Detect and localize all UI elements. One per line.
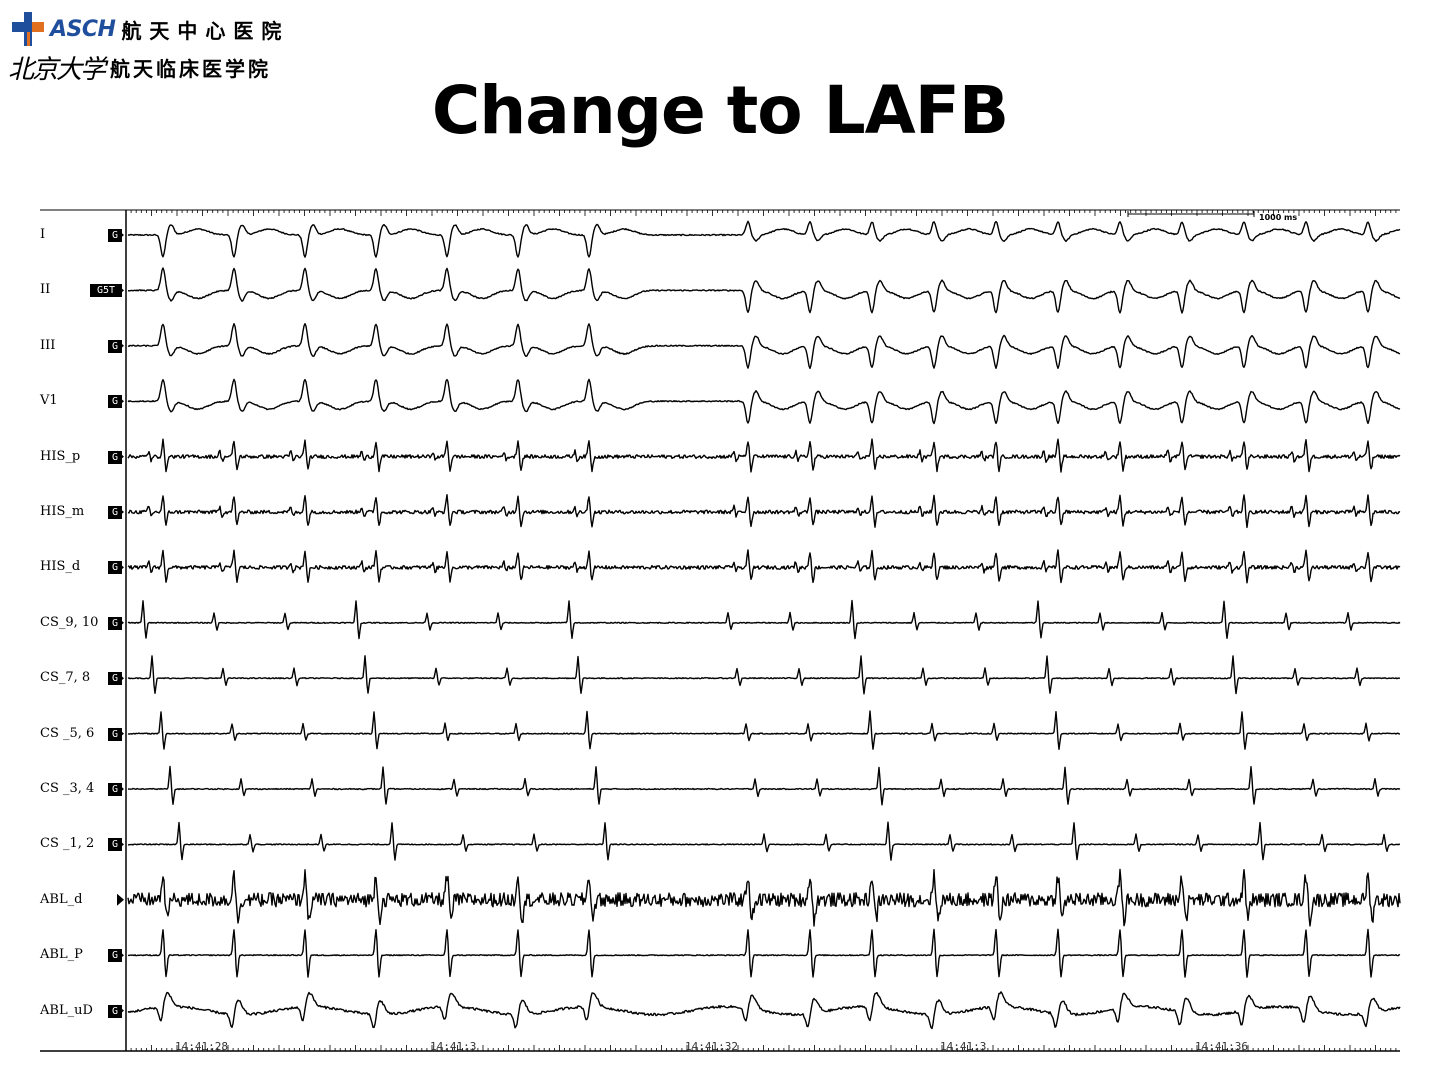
channel-gain-tag: G <box>108 616 122 630</box>
channel-gain-tag: G <box>108 949 122 963</box>
channel-gain-tag: G <box>108 561 122 575</box>
channel-gain-tag: G <box>108 1004 122 1018</box>
channel-gain-tag: G <box>108 229 122 242</box>
channel-label: V1 <box>40 393 58 409</box>
trace-cs-9-10 <box>127 599 1401 640</box>
trace-ii <box>127 267 1401 314</box>
channel-gain-tag: G5T <box>90 284 122 298</box>
logo-affiliation: 航天临床医学院 <box>110 56 272 81</box>
hospital-logo: ASCH 航天中心医院 北京大学 航天临床医学院 <box>8 10 318 85</box>
ep-tracing <box>40 209 1401 1052</box>
timestamp-label: 14:41:28 <box>175 1040 228 1053</box>
trace-i <box>127 220 1401 258</box>
channel-gain-tag: G <box>108 450 122 464</box>
channel-label: CS_9, 10 <box>40 614 99 630</box>
timestamp-label: 14:41:3 <box>430 1040 477 1053</box>
channel-label: III <box>40 337 56 353</box>
channel-gain-tag: G <box>108 838 122 852</box>
channel-gain-tag: G <box>108 506 122 519</box>
timebase-ticks <box>125 210 1397 1051</box>
trace-his-m <box>127 494 1401 529</box>
trace-iii <box>127 323 1401 370</box>
time-scale-label: 1000 ms <box>1259 213 1298 222</box>
channel-label: II <box>40 282 51 298</box>
channel-label: I <box>40 227 46 242</box>
channel-label: ABL_P <box>40 947 83 963</box>
channel-gain-tag <box>108 894 122 907</box>
trace-his-p <box>127 438 1401 473</box>
trace-cs-3-4 <box>127 765 1401 806</box>
timestamp-label: 14:41:36 <box>1195 1040 1248 1053</box>
channel-marker-icon <box>117 893 124 906</box>
trace-abl-p <box>127 928 1401 978</box>
channel-label: CS _5, 6 <box>40 725 95 741</box>
trace-abl-ud <box>127 991 1401 1030</box>
trace-cs-1-2 <box>127 821 1401 861</box>
trace-abl-d <box>127 868 1401 927</box>
logo-hospital-name: 航天中心医院 <box>121 18 290 43</box>
channel-label: ABL_d <box>40 891 83 907</box>
channel-label: CS _1, 2 <box>40 836 95 852</box>
channel-label: CS _3, 4 <box>40 781 95 796</box>
channel-label: HIS_m <box>40 504 85 519</box>
slide-title: Change to LAFB <box>431 72 1009 149</box>
timestamp-label: 14:41:32 <box>685 1040 738 1053</box>
timestamp-label: 14:41:3 <box>940 1040 987 1053</box>
channel-gain-tag: G <box>108 672 122 686</box>
channel-label: HIS_d <box>40 559 81 575</box>
trace-cs-5-6 <box>127 710 1400 750</box>
hospital-emblem-icon <box>8 10 48 48</box>
time-scale-bar <box>1127 211 1255 217</box>
channel-gain-tag: G <box>108 727 122 741</box>
channel-label: ABL_uD <box>40 1002 93 1018</box>
channel-label: HIS_p <box>40 448 81 464</box>
channel-gain-tag: G <box>108 395 122 409</box>
channel-gain-tag: G <box>108 339 122 353</box>
channel-label: CS_7, 8 <box>40 670 91 686</box>
logo-university-script: 北京大学 <box>8 54 106 85</box>
logo-brand-text: ASCH <box>50 16 116 42</box>
channel-gain-tag: G <box>108 783 122 796</box>
trace-his-d <box>127 549 1401 584</box>
trace-cs-7-8 <box>127 655 1400 695</box>
trace-v1 <box>127 378 1401 425</box>
